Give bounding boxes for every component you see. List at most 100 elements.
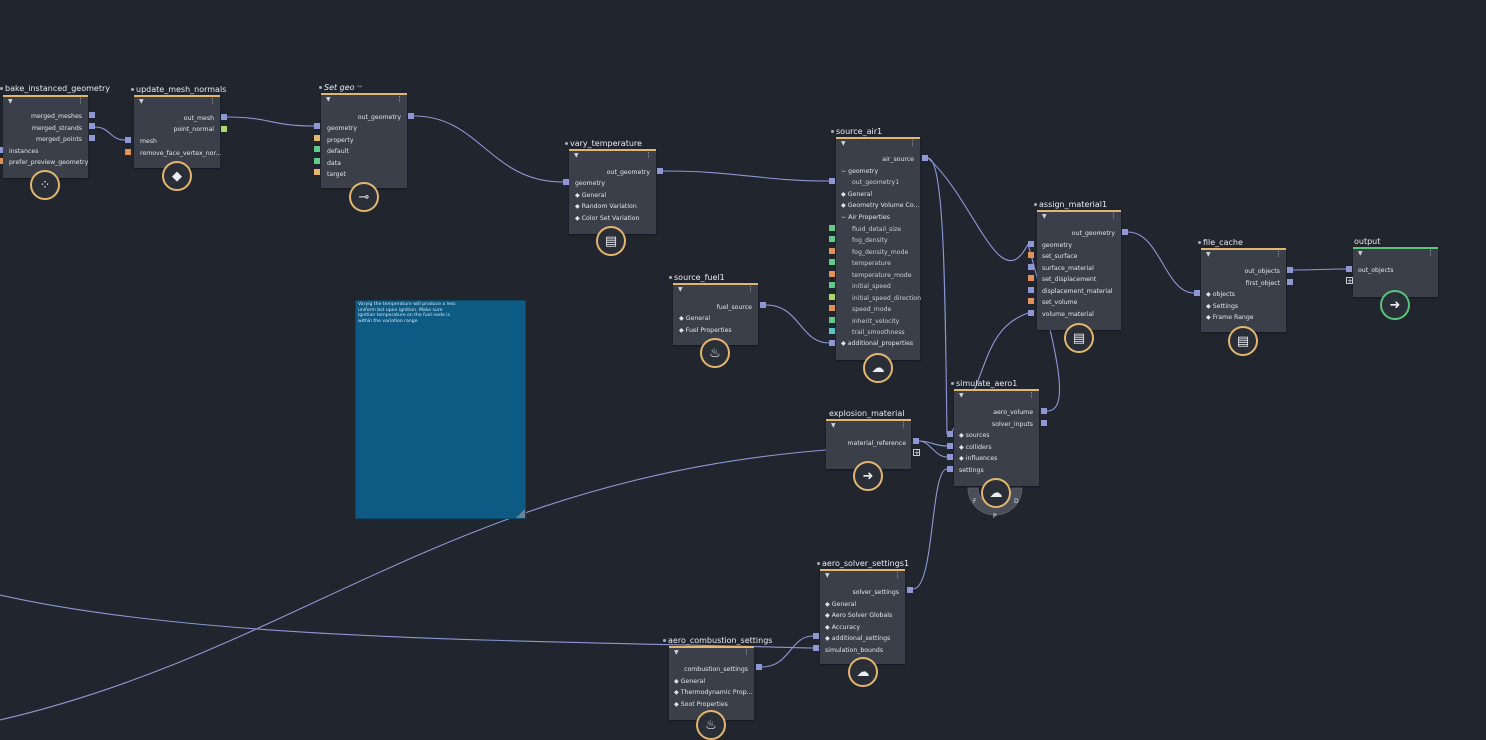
connection-wire[interactable]: [94, 126, 126, 141]
node-assign-material1[interactable]: ▼ ⋮ out_geometry geometry set_surface su…: [1037, 210, 1121, 330]
output-pin[interactable]: [1041, 408, 1047, 414]
input-pin[interactable]: [1028, 310, 1034, 316]
input-pin[interactable]: [1028, 298, 1034, 304]
input-pin[interactable]: [829, 236, 835, 242]
group-row[interactable]: ◆ General: [679, 315, 711, 322]
group-row[interactable]: ◆ General: [825, 601, 857, 608]
cloud-icon[interactable]: ☁: [981, 478, 1011, 508]
points-icon[interactable]: ⁘: [30, 170, 60, 200]
arrow-right-icon[interactable]: ➜: [853, 461, 883, 491]
collapse-caret-icon[interactable]: ▼: [674, 649, 679, 656]
input-pin[interactable]: [813, 645, 819, 651]
input-pin[interactable]: [1028, 252, 1034, 258]
input-pin[interactable]: [314, 158, 320, 164]
node-menu-icon[interactable]: ⋮: [900, 421, 907, 429]
input-pin[interactable]: [829, 340, 835, 346]
fire-icon[interactable]: ♨: [700, 338, 730, 368]
input-pin[interactable]: [947, 466, 953, 472]
node-menu-icon[interactable]: ⋮: [645, 151, 652, 159]
group-row[interactable]: ◆ additional_settings: [825, 635, 891, 642]
cache-icon[interactable]: ▤: [596, 226, 626, 256]
input-pin[interactable]: [125, 149, 131, 155]
output-pin[interactable]: [221, 126, 227, 132]
collapse-caret-icon[interactable]: ▼: [574, 152, 579, 159]
collapse-caret-icon[interactable]: ▼: [678, 286, 683, 293]
connection-wire[interactable]: [0, 449, 827, 721]
collapse-caret-icon[interactable]: ▼: [825, 572, 830, 579]
group-row[interactable]: ◆ Aero Solver Globals: [825, 612, 893, 619]
group-row[interactable]: ◆ Random Variation: [575, 203, 637, 210]
node-menu-icon[interactable]: ⋮: [743, 648, 750, 656]
input-pin[interactable]: [1028, 287, 1034, 293]
input-pin[interactable]: [829, 328, 835, 334]
node-menu-icon[interactable]: ⋮: [1028, 391, 1035, 399]
input-pin[interactable]: [829, 248, 835, 254]
connection-wire[interactable]: [912, 468, 948, 590]
group-row[interactable]: ◆ Accuracy: [825, 624, 860, 631]
input-pin[interactable]: [829, 225, 835, 231]
group-row[interactable]: ◆ Thermodynamic Prop...: [674, 689, 753, 696]
input-pin[interactable]: [947, 431, 953, 437]
group-row[interactable]: ◆ additional_properties: [841, 340, 914, 347]
node-output[interactable]: ▼ ⋮ out_objects: [1353, 247, 1438, 297]
input-pin[interactable]: [813, 633, 819, 639]
node-menu-icon[interactable]: ⋮: [747, 285, 754, 293]
output-pin[interactable]: [1287, 279, 1293, 285]
node-vary-temperature[interactable]: ▼ ⋮ out_geometry geometry ◆ General ◆ Ra…: [569, 149, 656, 234]
collapse-caret-icon[interactable]: ▼: [139, 98, 144, 105]
add-port-icon[interactable]: +: [1346, 277, 1353, 285]
input-pin[interactable]: [1346, 266, 1352, 272]
input-pin[interactable]: [314, 135, 320, 141]
collapse-caret-icon[interactable]: ▼: [1206, 251, 1211, 258]
input-pin[interactable]: [314, 169, 320, 175]
collapse-caret-icon[interactable]: ▼: [326, 96, 331, 103]
node-menu-icon[interactable]: ⋮: [1427, 249, 1434, 257]
group-row[interactable]: ◆ Color Set Variation: [575, 215, 640, 222]
group-row[interactable]: ◆ Geometry Volume Co...: [841, 202, 920, 209]
dial-label-p[interactable]: P: [993, 513, 997, 520]
collapse-caret-icon[interactable]: ▼: [831, 422, 836, 429]
sticky-note[interactable]: Varyig the temperature will produce a le…: [355, 300, 526, 519]
group-row[interactable]: ◆ General: [674, 678, 706, 685]
cloud-icon[interactable]: ☁: [863, 353, 893, 383]
node-menu-icon[interactable]: ⋮: [894, 571, 901, 579]
node-menu-icon[interactable]: ⋮: [1275, 250, 1282, 258]
node-file-cache[interactable]: ▼ ⋮ out_objects first_object ◆ objects ◆…: [1201, 248, 1286, 332]
input-pin[interactable]: [563, 179, 569, 185]
connection-wire[interactable]: [0, 594, 814, 649]
group-row[interactable]: ◆ objects: [1206, 291, 1236, 298]
connection-wire[interactable]: [927, 157, 948, 435]
group-row[interactable]: ◆ influences: [959, 455, 998, 462]
group-row[interactable]: ◆ General: [575, 192, 607, 199]
output-pin[interactable]: [221, 114, 227, 120]
group-row[interactable]: − geometry: [841, 168, 879, 175]
arrow-right-icon[interactable]: ➜: [1380, 290, 1410, 320]
group-row[interactable]: ◆ General: [841, 191, 873, 198]
input-pin[interactable]: [314, 146, 320, 152]
output-pin[interactable]: [89, 123, 95, 129]
collapse-caret-icon[interactable]: ▼: [959, 392, 964, 399]
set-attribute-icon[interactable]: ⊸: [349, 182, 379, 212]
node-menu-icon[interactable]: ⋮: [209, 97, 216, 105]
collapse-caret-icon[interactable]: ▼: [1042, 213, 1047, 220]
collapse-caret-icon[interactable]: ▼: [1358, 250, 1363, 257]
node-source-fuel1[interactable]: ▼ ⋮ fuel_source ◆ General ◆ Fuel Propert…: [673, 283, 758, 345]
input-pin[interactable]: [0, 147, 3, 153]
input-pin[interactable]: [829, 271, 835, 277]
group-row[interactable]: − Air Properties: [841, 214, 890, 221]
dial-label-d[interactable]: D: [1014, 498, 1019, 505]
input-pin[interactable]: [829, 259, 835, 265]
input-pin[interactable]: [829, 294, 835, 300]
group-row[interactable]: ◆ colliders: [959, 444, 992, 451]
output-pin[interactable]: [922, 155, 928, 161]
cache-icon[interactable]: ▤: [1064, 323, 1094, 353]
input-pin[interactable]: [829, 282, 835, 288]
input-pin[interactable]: [1028, 241, 1034, 247]
node-menu-icon[interactable]: ⋮: [1110, 212, 1117, 220]
input-pin[interactable]: [829, 317, 835, 323]
add-port-icon[interactable]: +: [913, 449, 920, 457]
connection-wire[interactable]: [761, 635, 814, 668]
input-pin[interactable]: [829, 305, 835, 311]
node-simulate-aero1[interactable]: ▼ ⋮ aero_volume solver_inputs ◆ sources …: [954, 389, 1039, 486]
output-pin[interactable]: [1122, 229, 1128, 235]
